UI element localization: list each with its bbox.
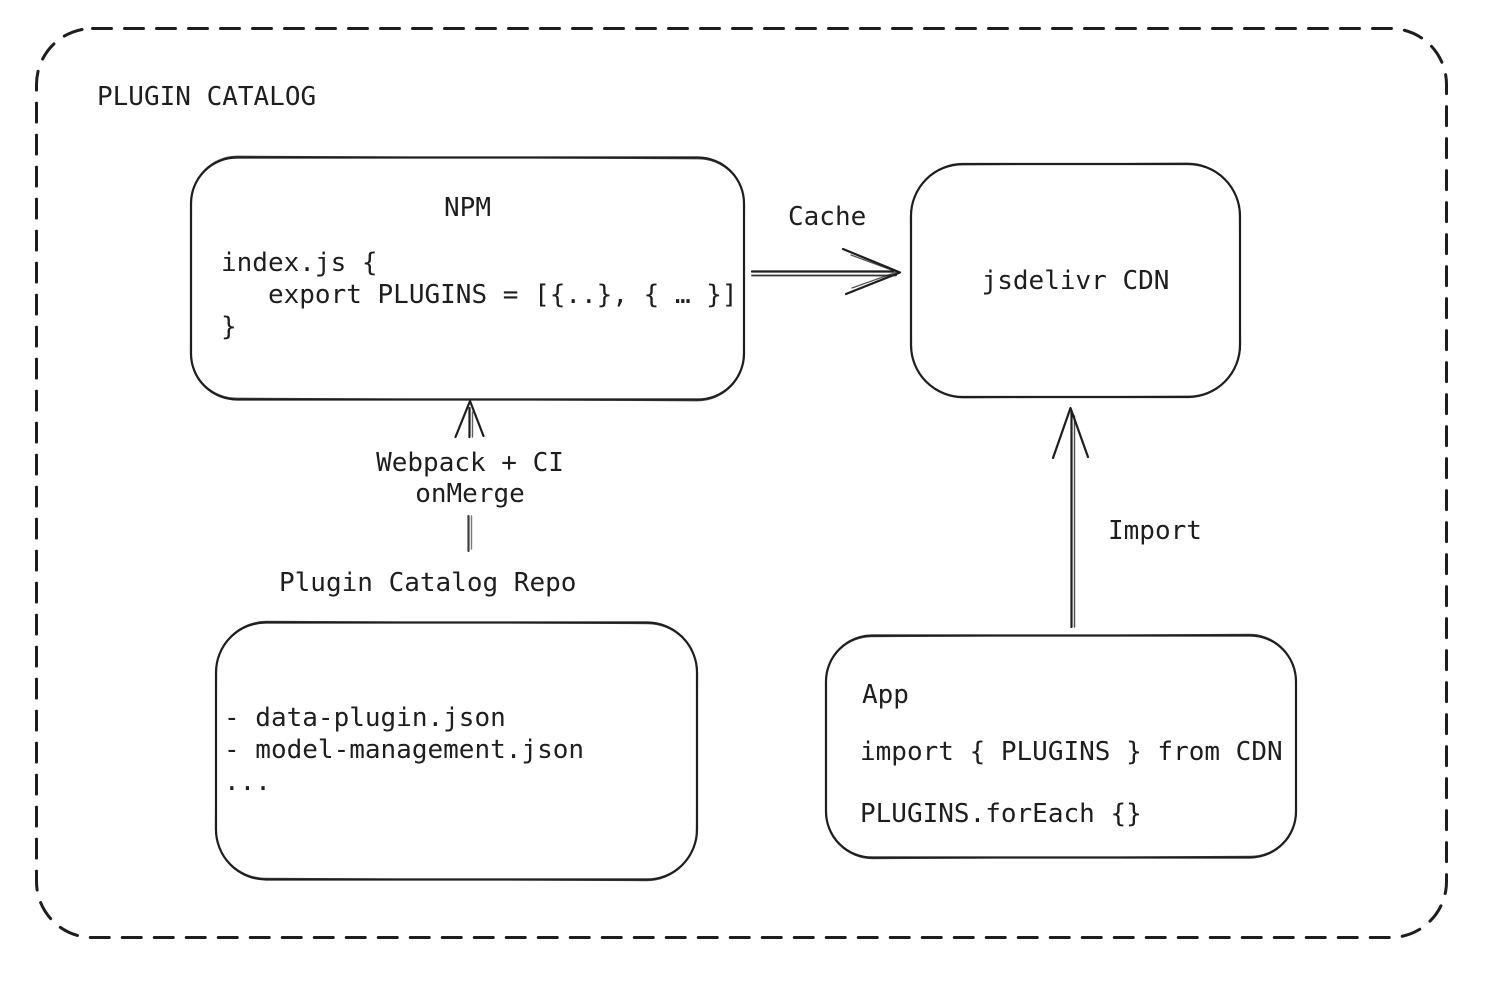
repo-box-outline [214,620,699,882]
import-edge-label: Import [1108,516,1202,546]
cache-edge-label: Cache [788,202,867,232]
repo-node-files: - data-plugin.json - model-management.js… [224,703,585,797]
cdn-node-label: jsdelivr CDN [981,265,1170,296]
app-node-code-foreach: PLUGINS.forEach {} [860,799,1142,829]
import-arrow [1051,406,1090,629]
cdn-box-outline [909,162,1242,399]
repo-node-title: Plugin Catalog Repo [279,568,577,598]
webpack-edge-label: Webpack + CI onMerge [376,448,564,509]
app-node-code-import: import { PLUGINS } from CDN [860,737,1283,767]
catalog-frame-outline [35,27,1448,939]
npm-node-label: NPM [444,193,491,223]
diagram-title: PLUGIN CATALOG [97,82,317,112]
npm-box-outline [189,155,746,402]
app-box-outline [824,633,1298,860]
cache-arrow [750,247,902,296]
webpack-arrow [454,399,485,553]
npm-node-code: index.js { export PLUGINS = [{..}, { … }… [221,248,738,342]
app-node-label: App [862,680,909,710]
